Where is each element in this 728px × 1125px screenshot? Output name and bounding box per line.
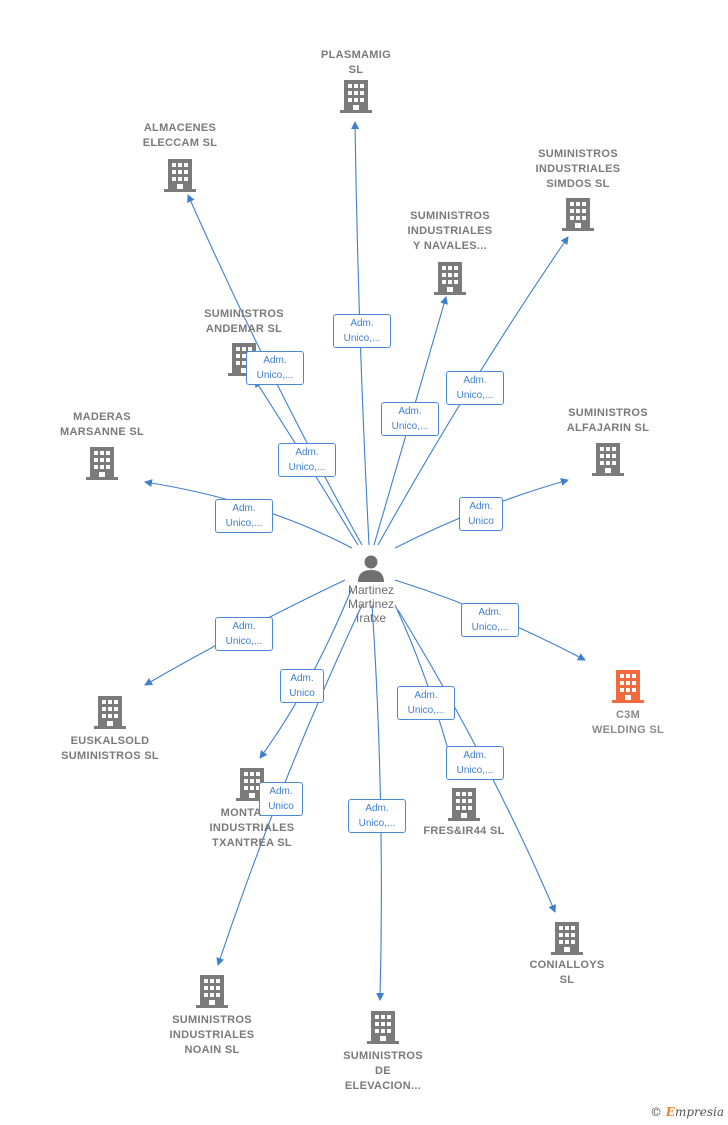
brand-initial: E — [665, 1105, 675, 1119]
company-label: SUMINISTROS INDUSTRIALES NOAIN SL — [169, 1014, 255, 1056]
company-node-simdos[interactable]: SUMINISTROS INDUSTRIALES SIMDOS SL — [520, 147, 636, 232]
company-label: C3M WELDING SL — [591, 709, 665, 736]
building-icon — [551, 922, 583, 955]
edge-label-c3m[interactable]: Adm. Unico,... — [461, 603, 519, 637]
copyright-symbol: © — [649, 1105, 662, 1119]
edge-label-almacenes[interactable]: Adm. Unico,... — [278, 443, 336, 477]
company-node-maderas[interactable]: MADERAS MARSANNE SL — [48, 410, 156, 481]
brand-name: mpresia — [674, 1105, 724, 1119]
company-node-fresir[interactable]: FRES&IR44 SL — [410, 786, 518, 839]
company-label: EUSKALSOLD SUMINISTROS SL — [61, 735, 159, 762]
person-node[interactable]: Martinez Martinez Iratxe — [335, 553, 407, 625]
person-name: Martinez Martinez Iratxe — [347, 583, 394, 625]
edge-label-plasmamig[interactable]: Adm. Unico,... — [333, 314, 391, 348]
company-label: SUMINISTROS INDUSTRIALES SIMDOS SL — [535, 148, 621, 190]
company-label: MADERAS MARSANNE SL — [60, 411, 144, 438]
building-icon — [86, 447, 118, 480]
company-node-euskalsold[interactable]: EUSKALSOLD SUMINISTROS SL — [52, 694, 168, 764]
person-icon — [358, 555, 384, 582]
company-node-alfajarin[interactable]: SUMINISTROS ALFAJARIN SL — [556, 406, 660, 477]
company-label: CONIALLOYS SL — [529, 959, 605, 986]
company-node-c3m[interactable]: C3M WELDING SL — [578, 668, 678, 738]
company-label: MONTAJES INDUSTRIALES TXANTREA SL — [209, 807, 295, 849]
edge-label-andemar[interactable]: Adm. Unico,... — [246, 351, 304, 385]
company-label: ALMACENES ELECCAM SL — [142, 122, 218, 149]
company-node-elevacion[interactable]: SUMINISTROS DE ELEVACION... — [328, 1009, 438, 1094]
building-icon — [592, 443, 624, 476]
building-icon — [94, 696, 126, 729]
edge-label-noain[interactable]: Adm. Unico — [259, 782, 303, 816]
edge-label-simdos[interactable]: Adm. Unico,... — [446, 371, 504, 405]
building-icon — [434, 262, 466, 295]
building-icon — [448, 788, 480, 821]
edge-label-fresir[interactable]: Adm. Unico,... — [446, 746, 504, 780]
edge-label-alfajarin[interactable]: Adm. Unico — [459, 497, 503, 531]
company-node-plasmamig[interactable]: PLASMAMIG SL — [310, 48, 402, 114]
edge-label-txantrea[interactable]: Adm. Unico — [280, 669, 324, 703]
building-icon — [562, 198, 594, 231]
building-icon — [367, 1011, 399, 1044]
empresia-logo: © Empresia — [650, 1105, 724, 1119]
company-label: FRES&IR44 SL — [423, 825, 505, 837]
edge-label-elevacion[interactable]: Adm. Unico,... — [348, 799, 406, 833]
company-label: SUMINISTROS INDUSTRIALES Y NAVALES... — [407, 210, 493, 252]
company-node-navales[interactable]: SUMINISTROS INDUSTRIALES Y NAVALES... — [392, 209, 508, 296]
edge-label-maderas[interactable]: Adm. Unico,... — [215, 499, 273, 533]
company-node-conialloys[interactable]: CONIALLOYS SL — [518, 920, 616, 988]
company-label: PLASMAMIG SL — [321, 49, 391, 76]
company-label: SUMINISTROS ANDEMAR SL — [204, 308, 284, 335]
edge-label-conialloys[interactable]: Adm. Unico,... — [397, 686, 455, 720]
company-node-noain[interactable]: SUMINISTROS INDUSTRIALES NOAIN SL — [156, 973, 268, 1058]
company-node-almacenes[interactable]: ALMACENES ELECCAM SL — [128, 121, 232, 193]
company-node-txantrea[interactable]: MONTAJES INDUSTRIALES TXANTREA SL — [194, 766, 310, 851]
edge-label-euskalsold[interactable]: Adm. Unico,... — [215, 617, 273, 651]
building-icon-highlight — [612, 670, 644, 703]
building-icon — [196, 975, 228, 1008]
company-label: SUMINISTROS DE ELEVACION... — [343, 1050, 423, 1092]
company-label: SUMINISTROS ALFAJARIN SL — [566, 407, 650, 434]
building-icon — [340, 80, 372, 113]
building-icon — [164, 159, 196, 192]
edge-label-navales[interactable]: Adm. Unico,... — [381, 402, 439, 436]
